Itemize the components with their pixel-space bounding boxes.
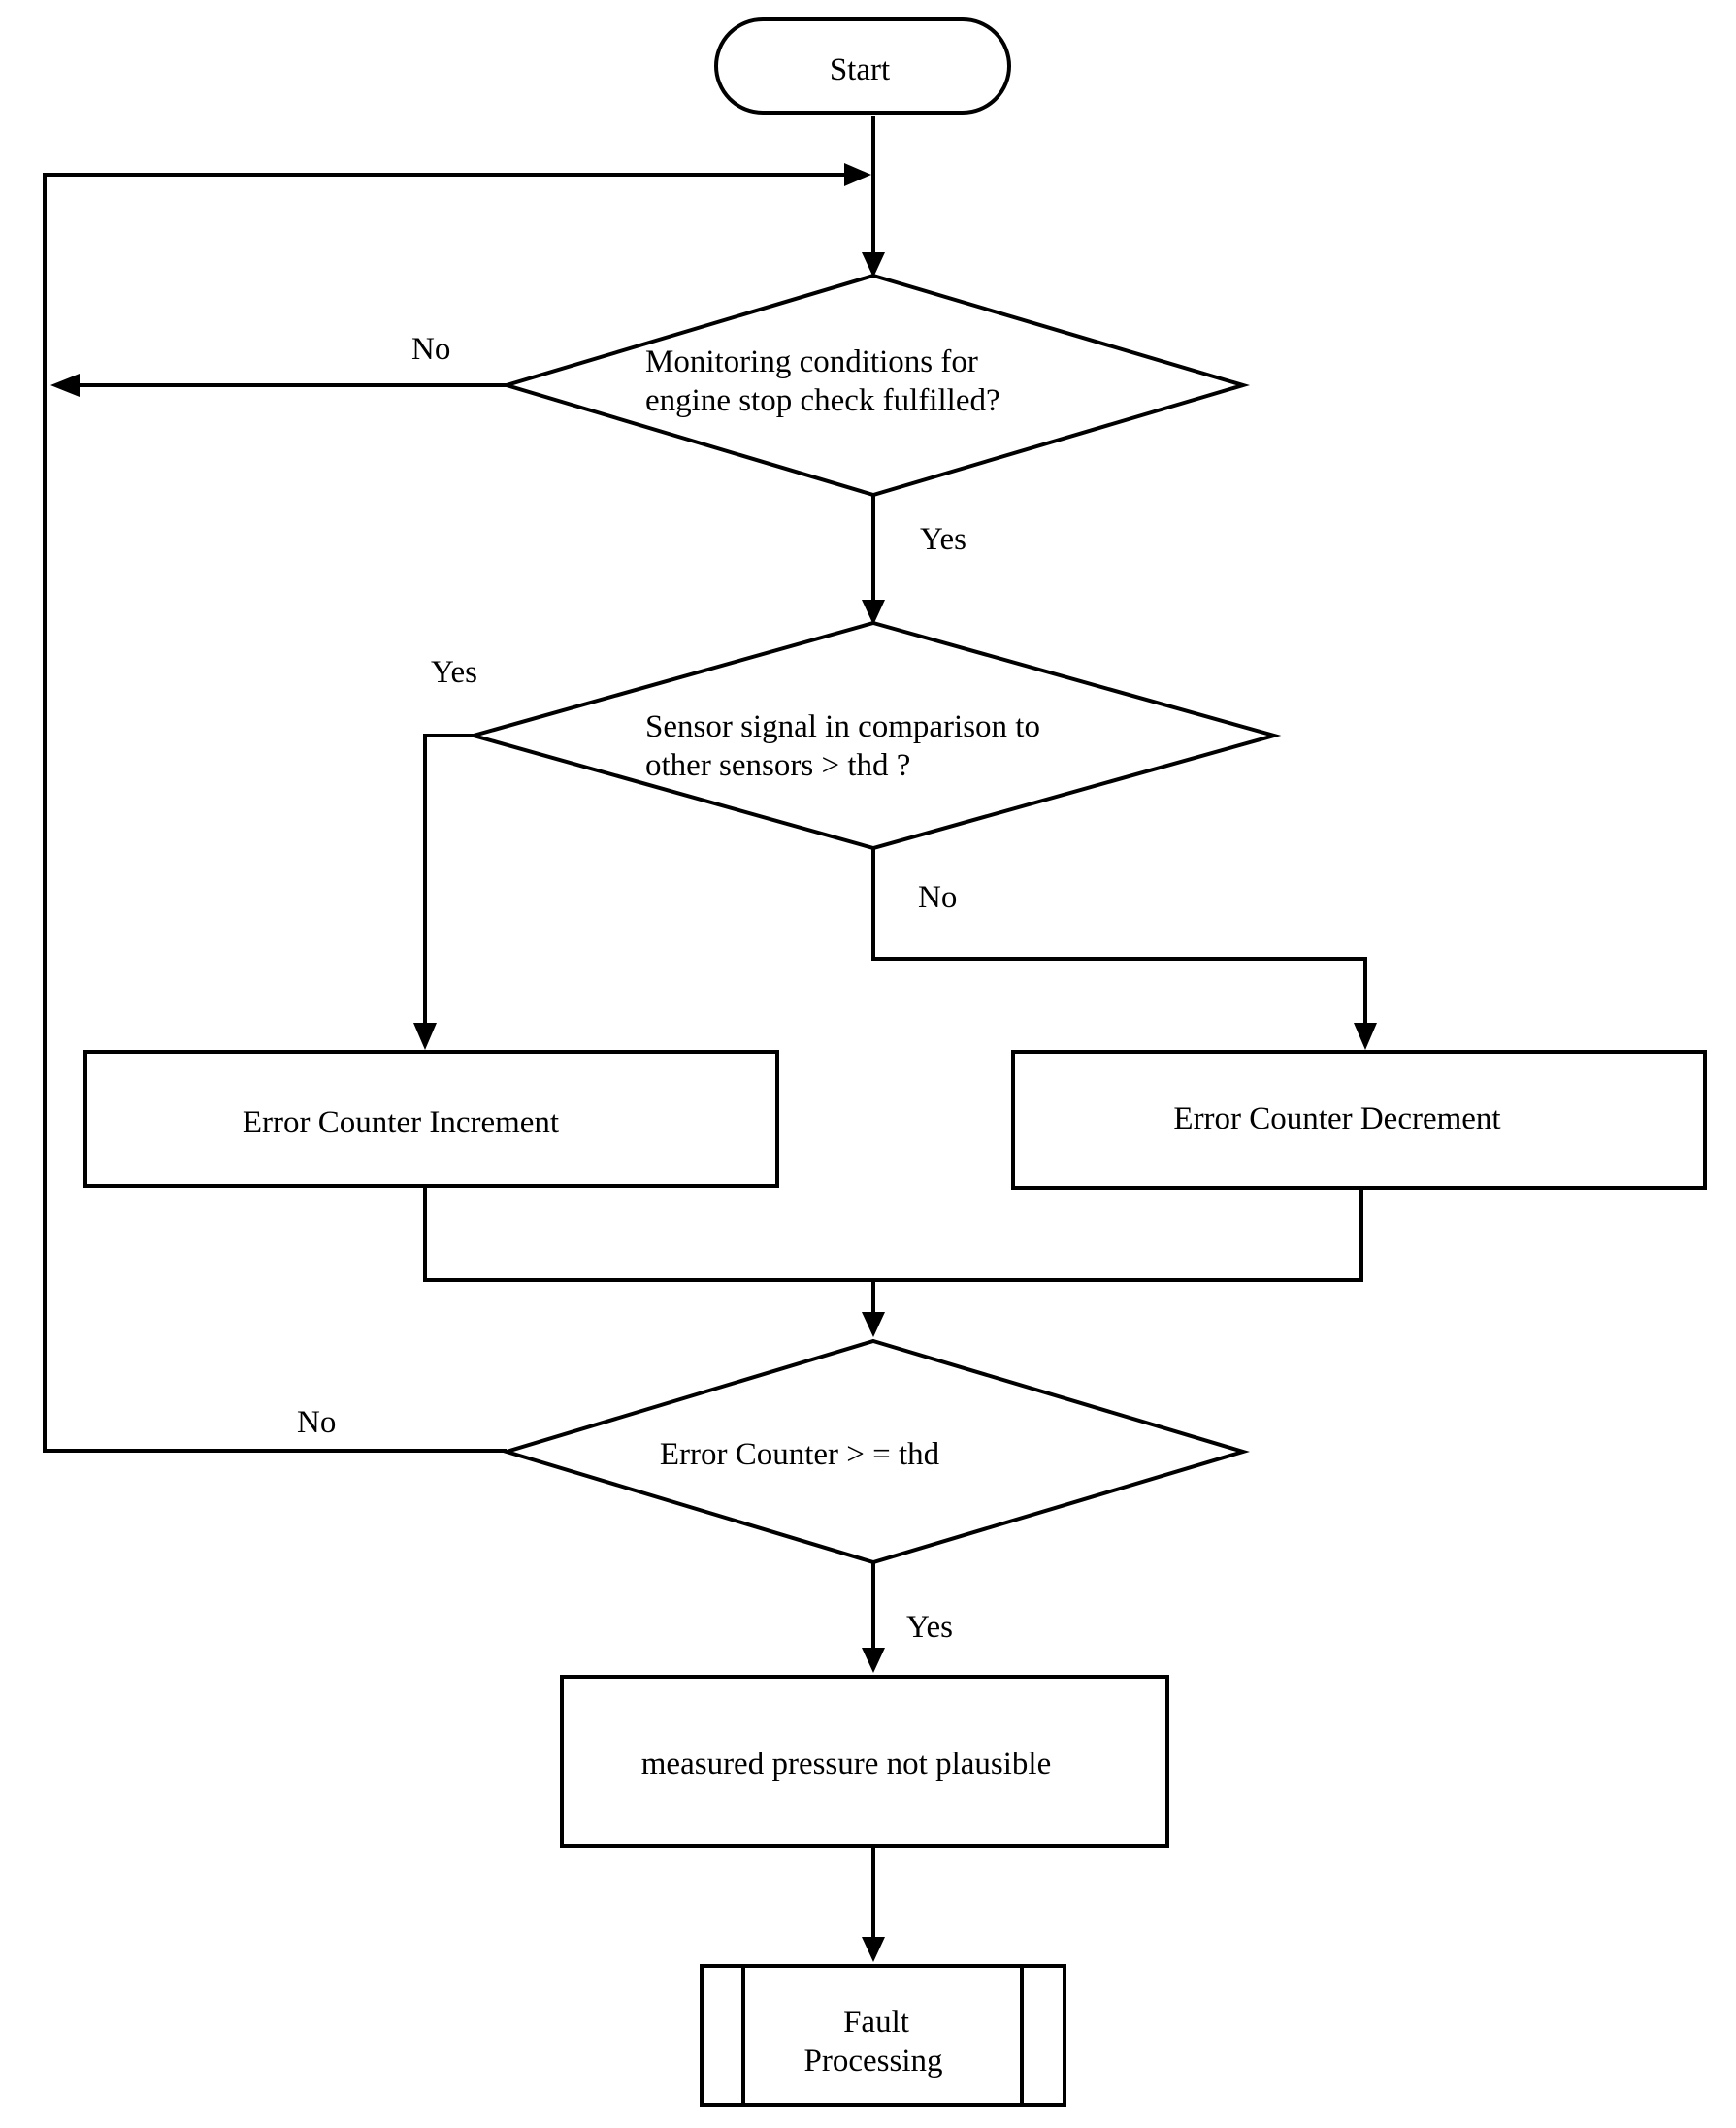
decision3-yes-label: Yes — [906, 1610, 953, 1645]
increment-label: Error Counter Increment — [243, 1105, 559, 1140]
error-counter-increment-box — [83, 1050, 779, 1188]
decision1-diamond — [500, 273, 1251, 498]
arrowhead-fault — [862, 1937, 885, 1962]
decision2-text-line1: Sensor signal in comparison to — [645, 709, 1040, 744]
decision3-diamond — [500, 1338, 1250, 1565]
arrowhead-decision1 — [862, 252, 885, 278]
arrowhead-increment — [413, 1023, 437, 1050]
decision2-yes-connector — [423, 734, 474, 1025]
decision3-no-label: No — [297, 1405, 336, 1440]
fault-label-line2: Processing — [804, 2044, 943, 2079]
decision2-no-label: No — [918, 880, 957, 915]
merge-connector — [423, 1188, 1363, 1282]
arrowhead-decrement — [1354, 1023, 1377, 1050]
decision2-text-line2: other sensors > thd ? — [645, 748, 910, 783]
error-counter-decrement-box — [1011, 1050, 1707, 1190]
decision1-yes-label: Yes — [920, 522, 966, 557]
decision1-no-label: No — [411, 332, 450, 367]
measured-pressure-box — [560, 1675, 1169, 1848]
decision2-yes-label: Yes — [431, 655, 477, 690]
arrowhead-decision2 — [862, 600, 885, 625]
arrowhead-decision3 — [862, 1312, 885, 1337]
fault-label-line1: Fault — [843, 2005, 909, 2040]
decrement-label: Error Counter Decrement — [1173, 1101, 1500, 1136]
decision2-no-connector — [871, 846, 1367, 1025]
start-label: Start — [830, 52, 890, 87]
result-label: measured pressure not plausible — [641, 1747, 1051, 1782]
decision3-text: Error Counter > = thd — [660, 1437, 940, 1472]
decision1-text-line1: Monitoring conditions for — [645, 344, 978, 379]
start-terminator — [714, 17, 1011, 115]
decision1-text-line2: engine stop check fulfilled? — [645, 383, 1000, 418]
fault-processing-box — [700, 1964, 1066, 2107]
arrowhead-loop-join — [844, 163, 871, 186]
arrowhead-decision1-no — [50, 374, 80, 397]
arrowhead-result — [862, 1648, 885, 1673]
decision2-diamond — [466, 620, 1282, 851]
